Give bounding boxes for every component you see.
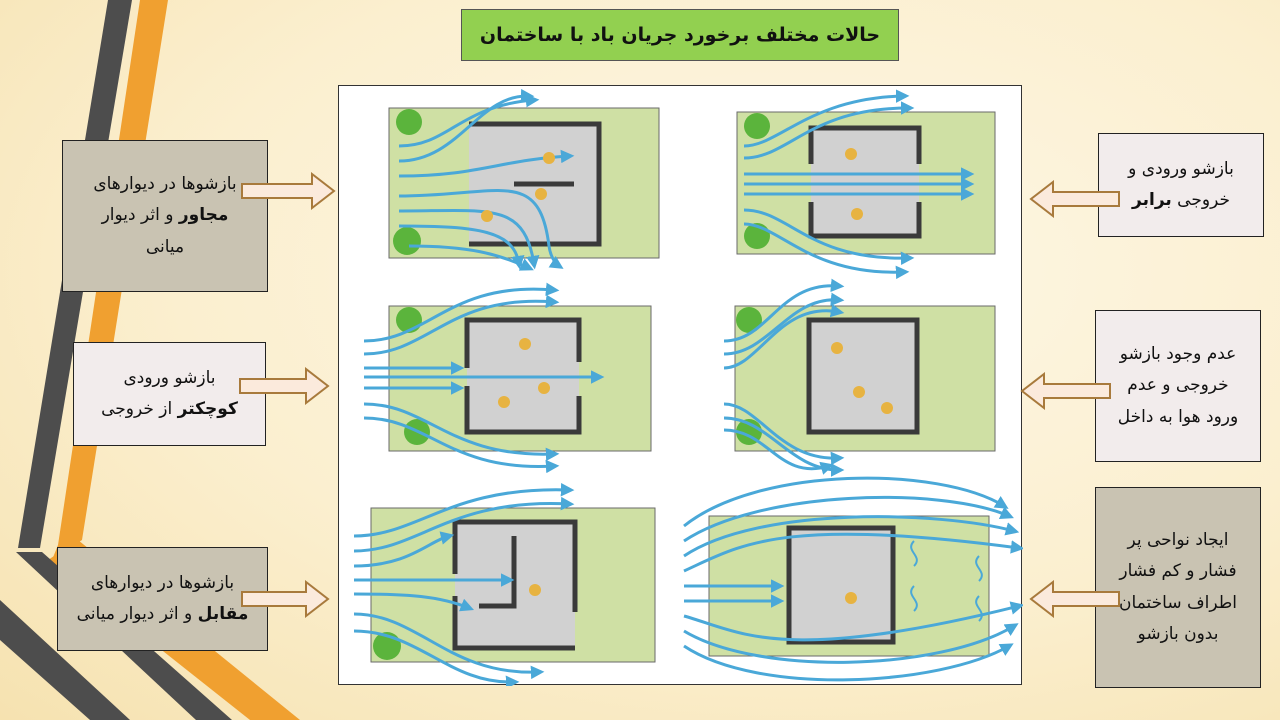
label-line: میانی [145, 236, 185, 257]
pressure-eddies [910, 540, 983, 622]
label-line: بدون بازشو [1137, 623, 1219, 644]
label-text: خروجی [1171, 190, 1230, 210]
stripe-gray-bottom [0, 600, 130, 720]
label-line: کوچکتر از خروجی [74, 394, 265, 425]
wind-streamlines [363, 282, 605, 474]
diagram-adjacent-walls [388, 88, 660, 271]
label-bold: برابر [1132, 190, 1172, 210]
arrow-right-opposite [241, 580, 330, 618]
label-no-outlet: عدم وجود بازشو خروجی و عدم ورود هوا به د… [1095, 310, 1261, 462]
label-line: عدم وجود بازشو [1119, 343, 1237, 364]
label-line: فشار و کم فشار [1119, 561, 1237, 582]
arrow-right-smaller [239, 367, 330, 405]
label-line: ایجاد نواحی پر [1127, 529, 1229, 550]
diagram-opposite-walls [353, 482, 656, 686]
label-pressure-zones: ایجاد نواحی پر فشار و کم فشار اطراف ساخت… [1095, 487, 1261, 688]
label-line: خروجی برابر [1099, 185, 1263, 216]
label-opposite-walls: بازشوها در دیوارهای مقابل و اثر دیوار می… [57, 547, 268, 651]
label-line: ورود هوا به داخل [1117, 406, 1239, 427]
label-line: خروجی و عدم [1127, 375, 1229, 396]
label-equal-openings: بازشو ورودی و خروجی برابر [1098, 133, 1264, 237]
wind-streamlines [683, 476, 1023, 682]
arrow-right-adjacent [241, 172, 336, 210]
diagram-pressure-zones [683, 476, 1023, 682]
wind-streamlines [353, 482, 575, 686]
wind-flow-diagram [338, 85, 1023, 686]
arrow-left-pressure [1029, 580, 1120, 618]
label-bold: کوچکتر [177, 399, 238, 419]
diagram-no-outlet [723, 278, 996, 477]
label-text: و اثر دیوار میانی [76, 604, 198, 624]
label-bold: مقابل [197, 604, 249, 624]
label-adjacent-walls: بازشوها در دیوارهای مجاور و اثر دیوار می… [62, 140, 268, 292]
wind-streamlines [398, 88, 575, 271]
wind-streamlines [723, 278, 845, 477]
label-line: اطراف ساختمان [1119, 592, 1237, 613]
label-text: از خروجی [101, 399, 178, 419]
label-bold: مجاور [178, 205, 229, 226]
label-line: مجاور و اثر دیوار [63, 200, 267, 231]
label-line: مقابل و اثر دیوار میانی [58, 599, 267, 630]
arrow-left-equal [1029, 180, 1120, 218]
page-title: حالات مختلف برخورد جریان باد با ساختمان [461, 9, 899, 61]
diagram-equal-openings [736, 89, 996, 280]
arrow-left-no-outlet [1020, 372, 1111, 410]
wind-streamlines [743, 89, 975, 280]
label-line: بازشو ورودی و [1128, 158, 1234, 179]
label-line: بازشوها در دیوارهای [90, 572, 235, 593]
label-line: بازشوها در دیوارهای [93, 173, 237, 194]
label-text: و اثر دیوار [101, 205, 179, 226]
diagram-smaller-inlet [363, 282, 652, 474]
label-line: بازشو ورودی [123, 367, 216, 388]
wind-flow-illustrations [353, 88, 1023, 686]
